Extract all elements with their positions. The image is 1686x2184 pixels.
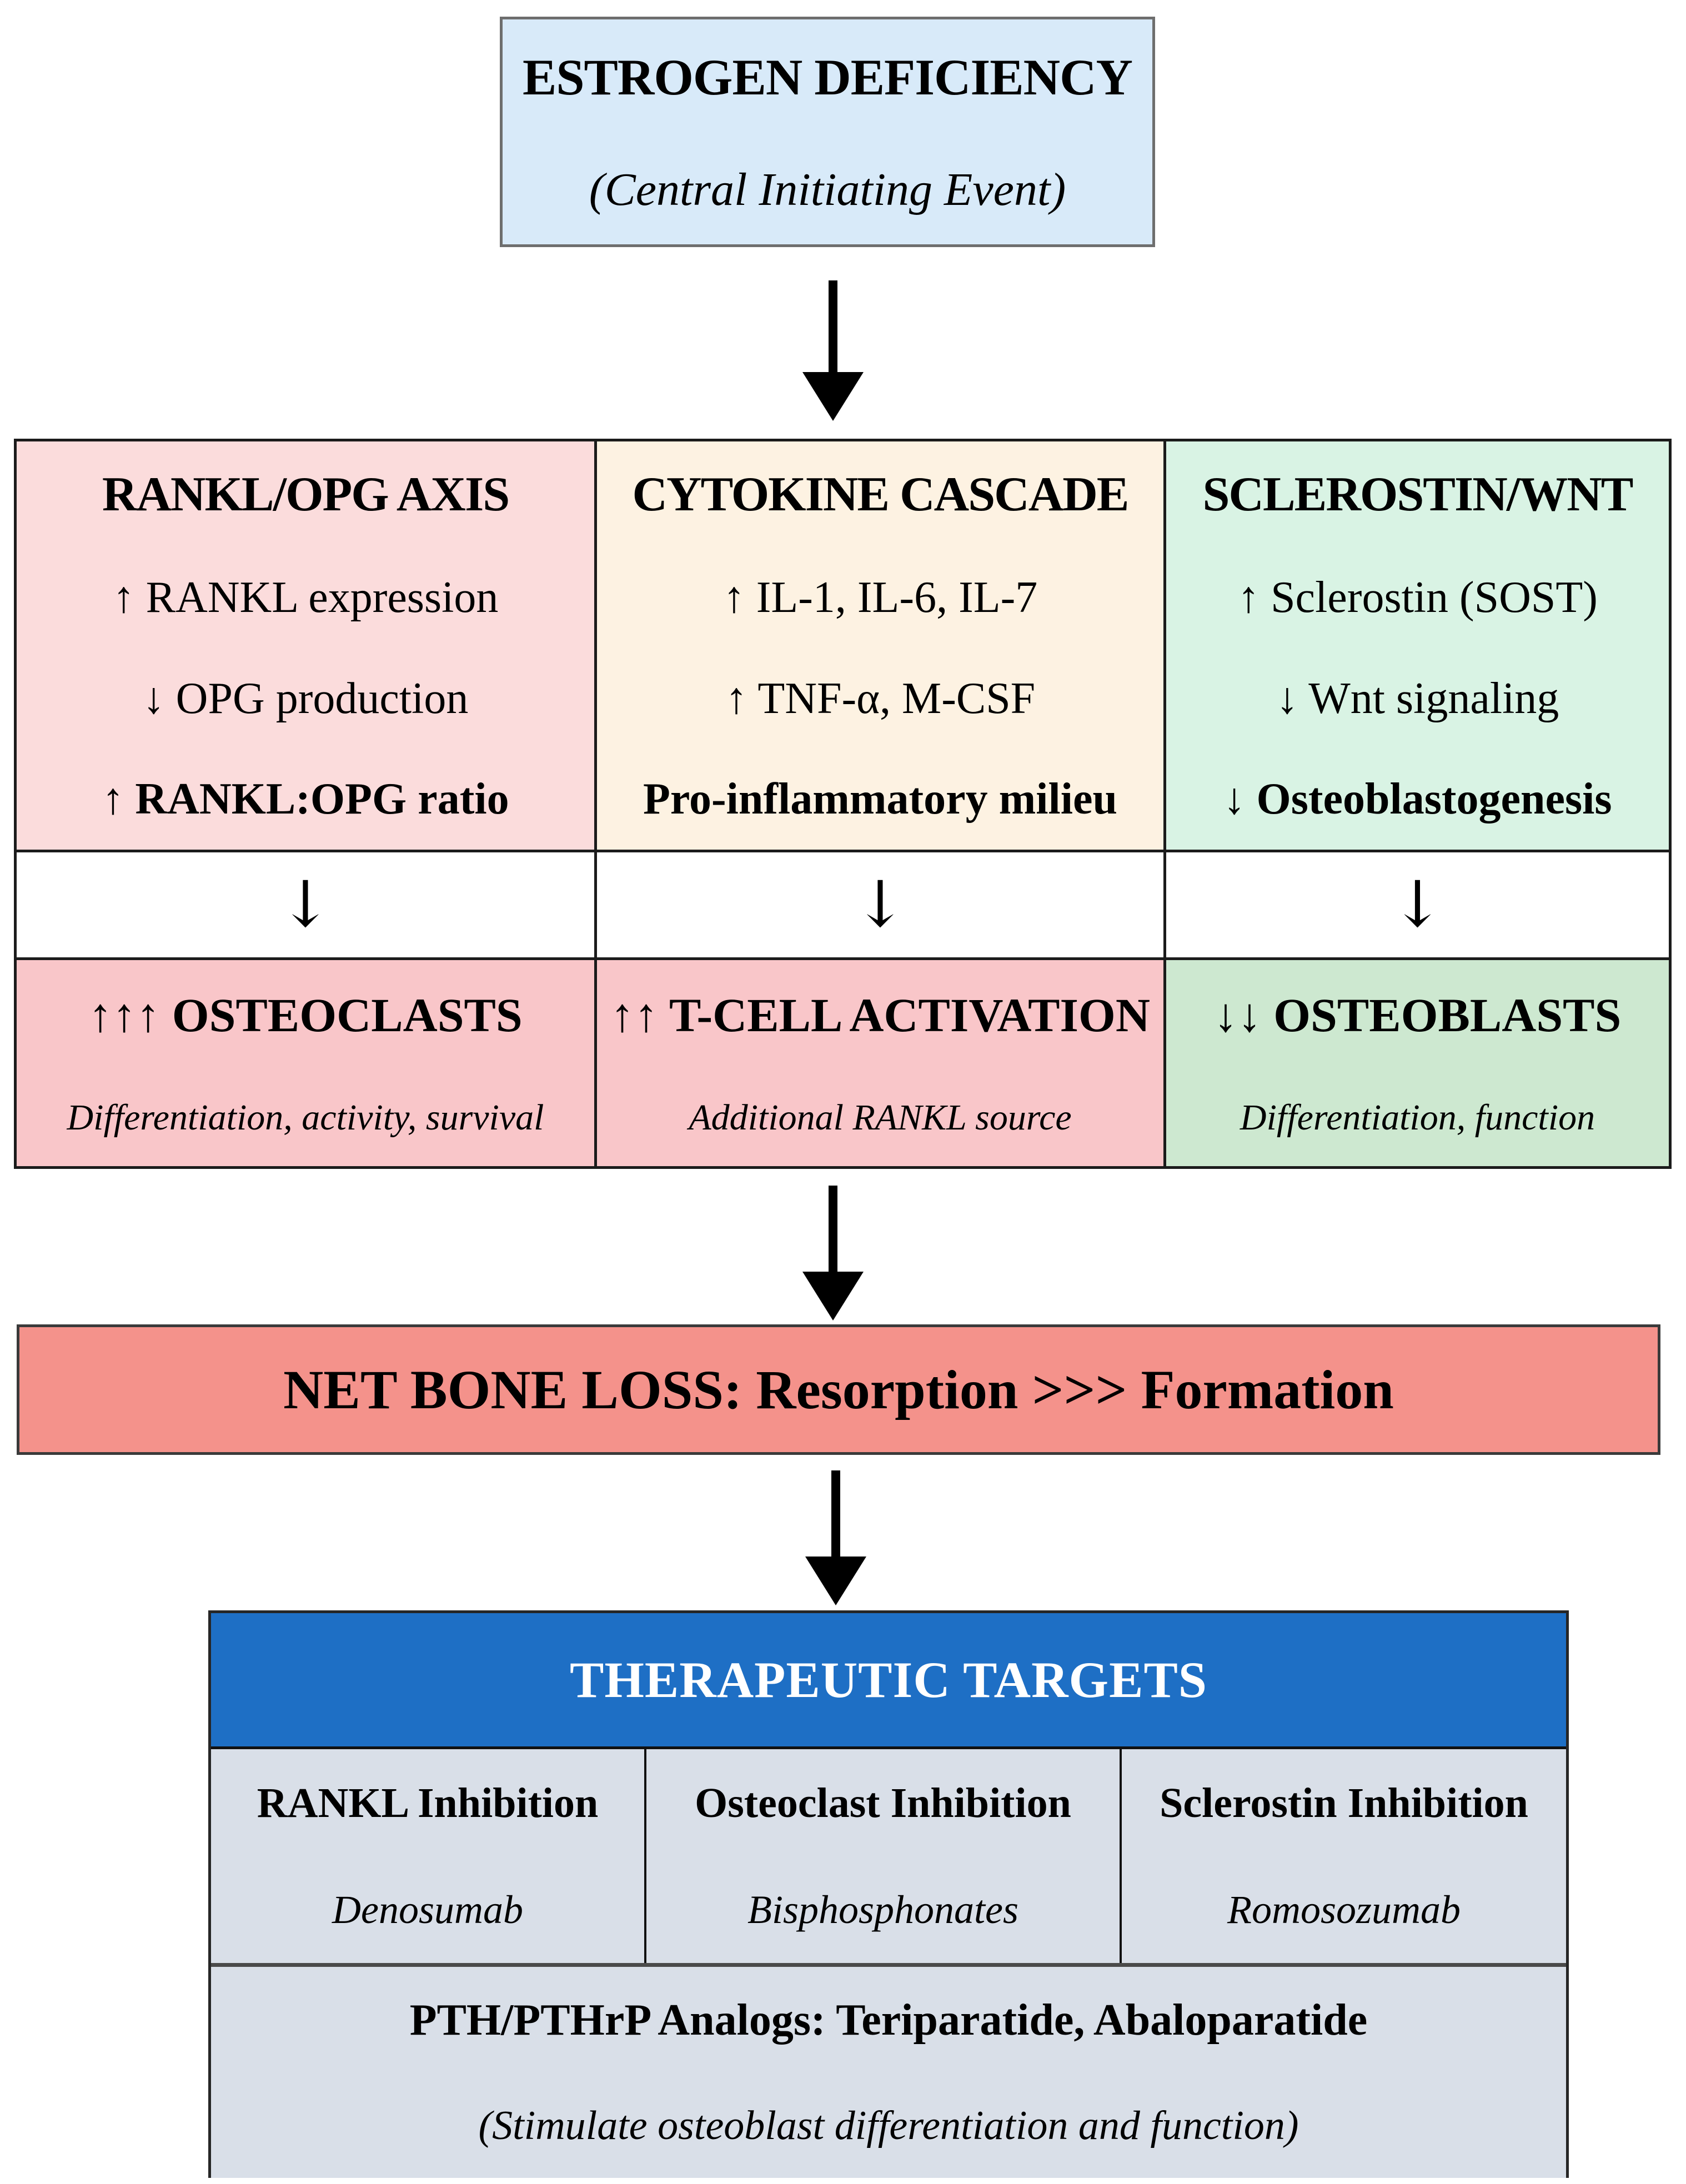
- osteoclasts-result-cell: ↑↑↑ OSTEOCLASTS Differentiation, activit…: [17, 957, 594, 1166]
- sclerostin-wnt-cell: SCLEROSTIN/WNT ↑ Sclerostin (SOST) ↓ Wnt…: [1163, 441, 1669, 850]
- rankl-expression-line: ↑ RANKL expression: [112, 573, 499, 622]
- pth-analogs-note: (Stimulate osteoblast differentiation an…: [478, 2103, 1299, 2148]
- arrow-stem: [829, 1186, 837, 1272]
- down-arrow-icon: ↓: [278, 867, 333, 942]
- opg-production-line: ↓ OPG production: [142, 674, 469, 723]
- tcell-activation-result-note: Additional RANKL source: [689, 1097, 1072, 1138]
- pth-analogs-cell: PTH/PTHrP Analogs: Teriparatide, Abalopa…: [211, 1963, 1566, 2178]
- connector-cell-sclerostin: ↓: [1163, 850, 1669, 957]
- therapeutic-targets-title: THERAPEUTIC TARGETS: [570, 1651, 1207, 1708]
- sclerostin-inhibition-cell: Sclerostin Inhibition Romosozumab: [1120, 1749, 1566, 1963]
- tcell-activation-result-title: ↑↑ T-CELL ACTIVATION: [610, 988, 1150, 1042]
- central-initiating-event-subtitle: (Central Initiating Event): [589, 163, 1066, 215]
- interleukins-line: ↑ IL-1, IL-6, IL-7: [722, 573, 1038, 622]
- down-arrow-icon: ↓: [853, 867, 907, 942]
- arrow-head: [802, 372, 864, 421]
- arrow-head: [805, 1557, 866, 1605]
- arrow-stem: [829, 280, 837, 372]
- pth-analogs-title: PTH/PTHrP Analogs: Teriparatide, Abalopa…: [409, 1996, 1368, 2045]
- therapeutic-targets-header: THERAPEUTIC TARGETS: [211, 1613, 1566, 1746]
- osteoblasts-result-cell: ↓↓ OSTEOBLASTS Differentiation, function: [1163, 957, 1669, 1166]
- osteoblasts-result-note: Differentiation, function: [1240, 1097, 1595, 1138]
- rankl-opg-axis-cell: RANKL/OPG AXIS ↑ RANKL expression ↓ OPG …: [17, 441, 594, 850]
- net-bone-loss-banner: NET BONE LOSS: Resorption >>> Formation: [17, 1324, 1660, 1455]
- net-bone-loss-label: NET BONE LOSS: Resorption >>> Formation: [283, 1359, 1394, 1420]
- cytokine-cascade-title: CYTOKINE CASCADE: [632, 468, 1130, 522]
- sclerostin-wnt-title: SCLEROSTIN/WNT: [1202, 468, 1633, 522]
- proinflammatory-milieu-line: Pro-inflammatory milieu: [643, 774, 1117, 824]
- down-arrow-icon: [802, 1186, 864, 1321]
- osteoclast-inhibition-title: Osteoclast Inhibition: [695, 1779, 1071, 1826]
- osteoclast-inhibition-cell: Osteoclast Inhibition Bisphosphonates: [644, 1749, 1120, 1963]
- down-arrow-icon: ↓: [1391, 867, 1444, 942]
- pathway-table: RANKL/OPG AXIS ↑ RANKL expression ↓ OPG …: [14, 439, 1672, 1169]
- rankl-opg-ratio-line: ↑ RANKL:OPG ratio: [102, 774, 509, 824]
- rankl-inhibition-cell: RANKL Inhibition Denosumab: [211, 1749, 644, 1963]
- connector-cell-cytokine: ↓: [594, 850, 1163, 957]
- tnf-mcsf-line: ↑ TNF-α, M-CSF: [725, 674, 1036, 723]
- romosozumab-label: Romosozumab: [1227, 1887, 1461, 1932]
- tcell-activation-result-cell: ↑↑ T-CELL ACTIVATION Additional RANKL so…: [594, 957, 1163, 1166]
- estrogen-deficiency-box: ESTROGEN DEFICIENCY (Central Initiating …: [500, 17, 1155, 247]
- arrow-stem: [831, 1470, 840, 1557]
- sclerostin-sost-line: ↑ Sclerostin (SOST): [1237, 573, 1598, 622]
- osteoclasts-result-title: ↑↑↑ OSTEOCLASTS: [88, 988, 523, 1042]
- osteoclasts-result-note: Differentiation, activity, survival: [67, 1097, 544, 1138]
- osteoblasts-result-title: ↓↓ OSTEOBLASTS: [1213, 988, 1622, 1042]
- arrow-head: [802, 1272, 864, 1321]
- denosumab-label: Denosumab: [332, 1887, 523, 1932]
- therapeutic-targets-table: THERAPEUTIC TARGETS RANKL Inhibition Den…: [208, 1610, 1569, 2178]
- therapeutic-targets-row: RANKL Inhibition Denosumab Osteoclast In…: [211, 1746, 1566, 1963]
- bisphosphonates-label: Bisphosphonates: [747, 1887, 1018, 1932]
- rankl-opg-axis-title: RANKL/OPG AXIS: [102, 468, 510, 522]
- down-arrow-icon: [805, 1470, 866, 1605]
- wnt-signaling-line: ↓ Wnt signaling: [1276, 674, 1559, 723]
- down-arrow-icon: [802, 280, 864, 421]
- estrogen-deficiency-title: ESTROGEN DEFICIENCY: [523, 48, 1133, 106]
- sclerostin-inhibition-title: Sclerostin Inhibition: [1160, 1779, 1528, 1826]
- osteoblastogenesis-line: ↓ Osteoblastogenesis: [1223, 774, 1612, 824]
- rankl-inhibition-title: RANKL Inhibition: [257, 1779, 599, 1826]
- connector-cell-rankl: ↓: [17, 850, 594, 957]
- cytokine-cascade-cell: CYTOKINE CASCADE ↑ IL-1, IL-6, IL-7 ↑ TN…: [594, 441, 1163, 850]
